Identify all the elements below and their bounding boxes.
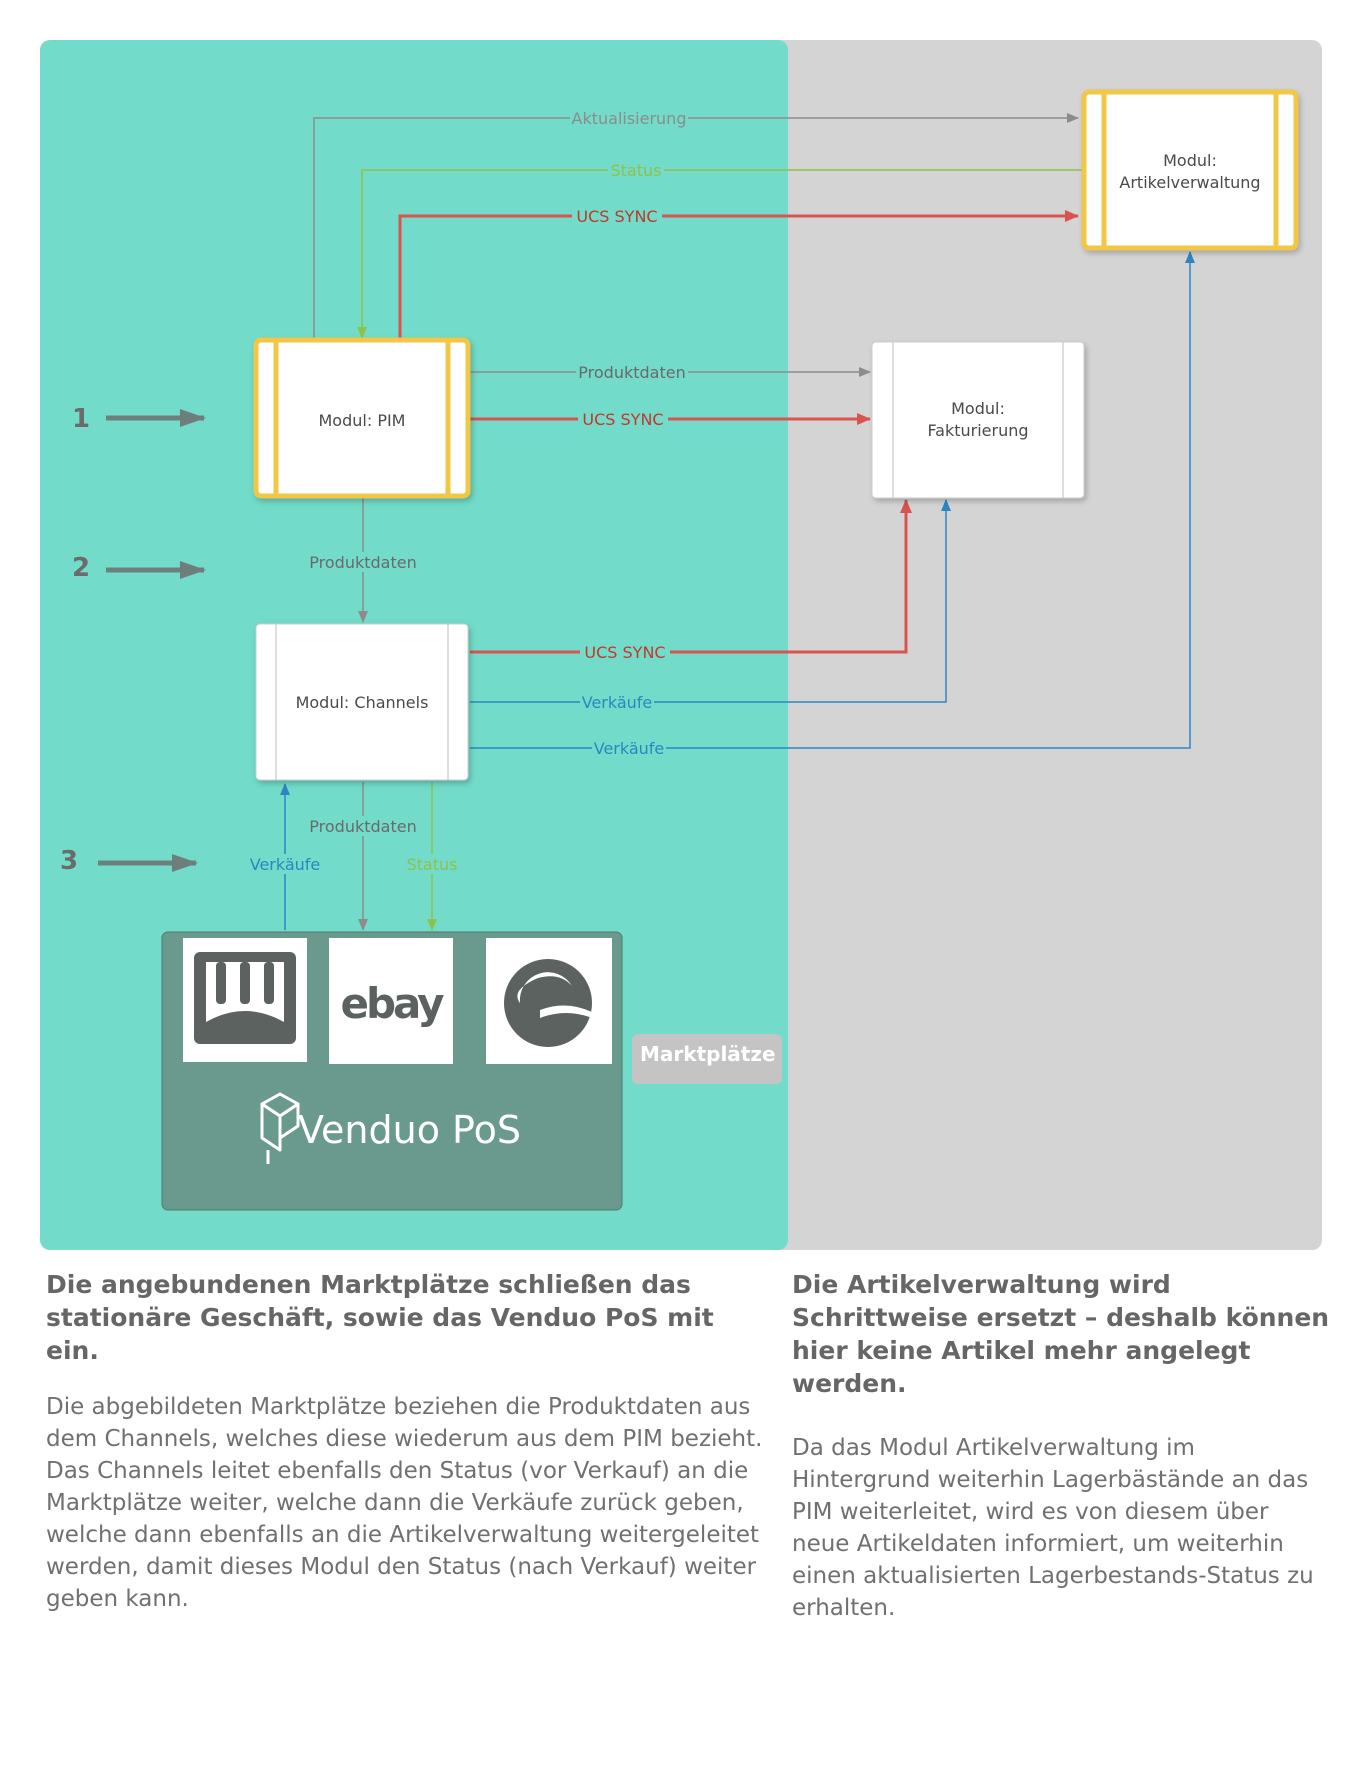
module-artikelverwaltung-label-1: Modul: bbox=[1163, 151, 1217, 170]
module-fakturierung-label-1: Modul: bbox=[951, 399, 1005, 418]
module-pim bbox=[253, 337, 471, 499]
label-ucs-sync-channels-faktura: UCS SYNC bbox=[584, 643, 665, 662]
connection-aktualisierung bbox=[313, 113, 1079, 338]
right-body: Da das Modul Artikelverwaltung im Hinter… bbox=[792, 1435, 1314, 1621]
step-number-1: 1 bbox=[72, 404, 90, 434]
label-verkaeufe-channels-faktura: Verkäufe bbox=[582, 693, 653, 712]
module-channels bbox=[255, 623, 469, 781]
step-number-2: 2 bbox=[72, 553, 90, 583]
label-ucs-sync-pim-faktura: UCS SYNC bbox=[582, 410, 663, 429]
module-channels-label: Modul: Channels bbox=[296, 693, 429, 712]
label-ucs-sync-top: UCS SYNC bbox=[576, 207, 657, 226]
label-produktdaten-pim-faktura: Produktdaten bbox=[578, 363, 685, 382]
step-number-3: 3 bbox=[60, 846, 78, 876]
step-markers: 1 2 3 bbox=[60, 404, 206, 876]
marketplace-tag-label: Marktplätze bbox=[640, 1042, 776, 1066]
left-body: Die abgebildeten Marktplätze beziehen di… bbox=[46, 1394, 763, 1612]
kasse-logo-icon bbox=[194, 952, 296, 1044]
module-fakturierung-label-2: Fakturierung bbox=[927, 421, 1028, 440]
architecture-diagram: 1 2 3 Aktualisierung Status UCS SYNC Pro… bbox=[40, 40, 1322, 1250]
module-artikelverwaltung bbox=[1081, 89, 1299, 251]
marketplace-tag: Marktplätze bbox=[632, 1034, 782, 1084]
module-artikelverwaltung-label-2: Artikelverwaltung bbox=[1119, 173, 1260, 192]
label-produktdaten-channels-market: Produktdaten bbox=[309, 817, 416, 836]
left-heading: Die angebundenen Marktplätze schließen d… bbox=[46, 1270, 714, 1365]
module-pim-label: Modul: PIM bbox=[319, 411, 406, 430]
right-heading: Die Artikelverwaltung wird Schrittweise … bbox=[792, 1270, 1330, 1398]
label-verkaeufe-market-channels: Verkäufe bbox=[250, 855, 321, 874]
left-text-column: Die angebundenen Marktplätze schließen d… bbox=[46, 1268, 766, 1615]
ebay-logo: ebay bbox=[341, 979, 445, 1028]
ebay-logo-tile bbox=[329, 938, 453, 1064]
venduo-logo-icon bbox=[260, 1092, 300, 1164]
shopware-logo-icon bbox=[504, 959, 592, 1047]
connection-status-top bbox=[357, 169, 1084, 339]
marketplace-panel: ebay Venduo PoS bbox=[161, 931, 623, 1211]
connection-ucs-sync-top bbox=[398, 210, 1079, 338]
module-fakturierung bbox=[871, 341, 1085, 499]
arrow-labels: Aktualisierung Status UCS SYNC Produktda… bbox=[248, 108, 688, 874]
label-produktdaten-pim-channels: Produktdaten bbox=[309, 553, 416, 572]
label-status-top: Status bbox=[611, 161, 662, 180]
label-verkaeufe-channels-artikel: Verkäufe bbox=[594, 739, 665, 758]
connection-verkaeufe-channels-artikel bbox=[470, 251, 1195, 749]
venduo-brand: Venduo PoS bbox=[298, 1108, 521, 1152]
label-aktualisierung: Aktualisierung bbox=[572, 109, 687, 128]
label-status-channels-market: Status bbox=[407, 855, 458, 874]
right-text-column: Die Artikelverwaltung wird Schrittweise … bbox=[792, 1268, 1332, 1624]
